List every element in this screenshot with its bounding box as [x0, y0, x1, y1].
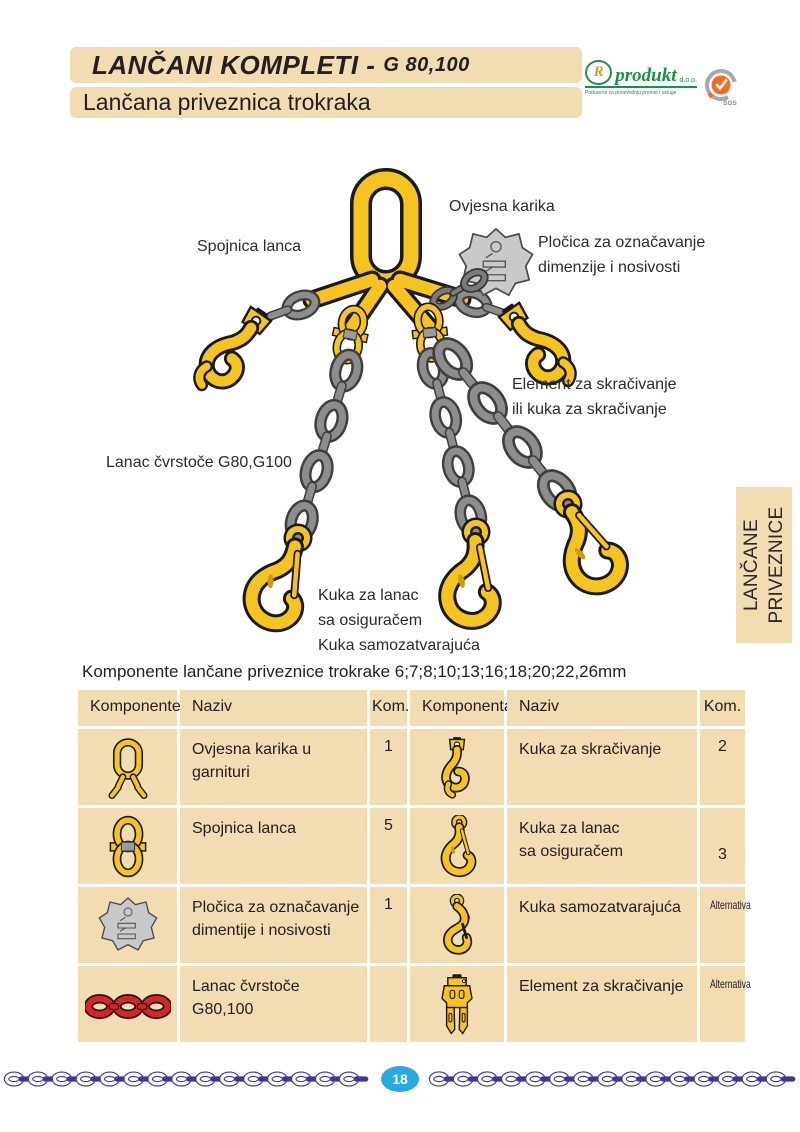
col-header-komponenta: Komponenta — [410, 690, 513, 726]
table-cell-naziv: Ovjesna karika u garnituri — [180, 729, 367, 805]
table-cell-naziv: Kuka samozatvarajuća — [507, 887, 697, 963]
label-master-link: Ovjesna karika — [449, 198, 555, 215]
chain-left-short — [265, 289, 321, 321]
chain-leg-1 — [284, 348, 364, 544]
col-header-kom-right: Kom. — [700, 690, 745, 726]
table-cell-kom: 1 — [370, 887, 407, 963]
table-cell-naziv: Element za skračivanje — [507, 966, 697, 1042]
shortening-hook-icon — [410, 729, 504, 805]
table-caption: Komponente lančane priveznice trokrake 6… — [82, 662, 627, 681]
safety-hook-icon — [410, 808, 504, 884]
logo-name: produkt — [615, 65, 677, 86]
table-cell-kom: 3 — [700, 808, 745, 884]
title-band: LANČANI KOMPLETI - G 80,100 — [70, 47, 582, 83]
table-cell-kom — [370, 966, 407, 1042]
label-shortening-element: Element za skračivanje ili kuka za skrač… — [512, 376, 677, 418]
footer-chain-divider: 18 — [3, 1066, 796, 1092]
table-cell-kom: Alternativa — [700, 887, 751, 963]
footer-chain-right — [428, 1071, 796, 1087]
label-connecting-link: Spojnica lanca — [197, 238, 302, 255]
components-table: Komponente Naziv Kom. Komponenta Naziv K… — [78, 690, 751, 1042]
company-logo: R produkt d.o.o. Poduzeće za proizvodnju… — [585, 60, 697, 96]
self-locking-hook-icon — [410, 887, 504, 963]
page-title-grade: G 80,100 — [383, 53, 470, 76]
col-header-komponente: Komponente — [78, 690, 181, 726]
logo-suffix: d.o.o. — [679, 77, 697, 84]
id-tag-icon — [78, 887, 177, 963]
shortening-element-icon — [410, 966, 504, 1042]
table-cell-kom: 1 — [370, 729, 407, 805]
logo-rule — [585, 86, 697, 88]
label-id-tag: Pločica za označavanje dimenzije i nosiv… — [538, 234, 706, 276]
label-chain-grade: Lanac čvrstoče G80,G100 — [106, 454, 292, 471]
page-title: LANČANI KOMPLETI - — [92, 49, 376, 80]
subtitle-band: Lančana priveznica trokraka — [70, 87, 582, 118]
master-link — [350, 168, 422, 292]
section-tab-line2: PRIVEZNICE — [766, 506, 787, 624]
chain-sling-illustration — [0, 168, 800, 668]
table-cell-naziv: Pločica za označavanje dimentije i nosiv… — [180, 887, 367, 963]
table-cell-naziv: Kuka za lanac sa osiguračem — [507, 808, 697, 884]
col-header-kom-left: Kom. — [370, 690, 409, 726]
table-cell-kom: 2 — [700, 729, 745, 805]
footer-chain-left — [3, 1071, 369, 1087]
label-hooks: Kuka za lanac sa osiguračem Kuka samozat… — [318, 587, 480, 654]
sgs-label: SGS — [723, 100, 737, 107]
table-cell-kom: 5 — [370, 808, 407, 884]
logo-tagline: Poduzeće za proizvodnju promet i usluge — [585, 90, 677, 96]
section-tab: LANČANE PRIVEZNICE — [736, 487, 792, 643]
col-header-naziv-left: Naziv — [180, 690, 367, 726]
page-number: 18 — [392, 1071, 408, 1087]
grab-hook-left — [193, 300, 274, 397]
sling-hook-right — [542, 486, 626, 594]
page-subtitle: Lančana priveznica trokraka — [83, 89, 371, 115]
table-cell-naziv: Spojnica lanca — [180, 808, 367, 884]
master-link-assembly-icon — [78, 729, 177, 805]
red-chain-icon — [78, 966, 177, 1042]
chain-leg-2 — [416, 347, 488, 537]
master-link-legs — [302, 270, 472, 340]
table-cell-naziv: Lanac čvrstoče G80,100 — [180, 966, 367, 1042]
table-cell-kom: Alternativa — [700, 966, 751, 1042]
page-number-badge — [381, 1066, 419, 1092]
logo-r-icon: R — [585, 60, 613, 85]
section-tab-line1: LANČANE — [741, 519, 762, 611]
sling-hook-left — [245, 521, 322, 629]
col-header-naziv-right: Naziv — [507, 690, 697, 726]
table-cell-naziv: Kuka za skračivanje — [507, 729, 697, 805]
connecting-link-icon — [78, 808, 177, 884]
sgs-cert-icon: SGS — [705, 69, 738, 107]
chain-tag — [429, 268, 489, 311]
